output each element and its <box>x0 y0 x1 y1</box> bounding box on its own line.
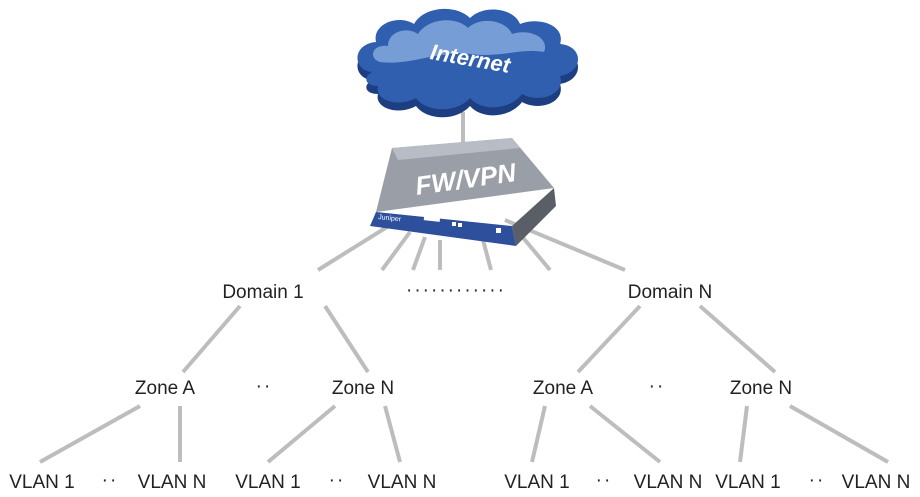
domain-n-label: Domain N <box>628 282 712 303</box>
d1zn-vlan-n-label: VLAN N <box>368 472 437 493</box>
domain-separator: ············ <box>406 280 506 301</box>
link-fw-fan-4 <box>481 239 493 271</box>
d1za-vlan-n-label: VLAN N <box>138 472 207 493</box>
firewall-device: FW/VPN Juniper <box>370 138 556 246</box>
link-dnza-vlann <box>588 404 662 464</box>
d1za-vlan-separator: ·· <box>102 470 119 491</box>
internet-cloud: Internet <box>357 8 578 118</box>
device-brand: Juniper <box>378 214 402 223</box>
link-dn-zone-a <box>576 304 642 374</box>
link-d1za-vlan1 <box>39 404 141 464</box>
link-fw-domain-1 <box>316 220 397 272</box>
d1-zone-a-label: Zone A <box>135 378 196 399</box>
link-d1zn-vlan1 <box>266 404 337 464</box>
link-fw-fan-2 <box>411 236 427 271</box>
dnzn-vlan-separator: ·· <box>809 470 826 491</box>
d1zn-vlan-1-label: VLAN 1 <box>235 472 300 493</box>
link-dnza-vlan1 <box>530 405 547 463</box>
dn-zone-a-label: Zone A <box>533 378 594 399</box>
d1-zone-n-label: Zone N <box>332 378 394 399</box>
dnza-vlan-1-label: VLAN 1 <box>504 472 569 493</box>
firewall-appliance-icon <box>370 138 556 246</box>
dnzn-vlan-1-label: VLAN 1 <box>715 472 780 493</box>
domain-1-label: Domain 1 <box>222 282 303 303</box>
link-dnzn-vlan1 <box>738 405 749 463</box>
link-fw-fan-1 <box>380 230 412 272</box>
link-d1-zone-n <box>323 304 370 374</box>
link-d1-zone-a <box>181 304 242 374</box>
dn-zone-n-label: Zone N <box>730 378 792 399</box>
link-dn-zone-n <box>698 304 777 374</box>
d1zn-vlan-separator: ·· <box>329 470 346 491</box>
dn-zone-separator: ·· <box>649 376 666 397</box>
link-dnzn-vlann <box>789 404 889 464</box>
link-fw-fan-5 <box>518 232 552 272</box>
dnza-vlan-separator: ·· <box>596 470 613 491</box>
d1-zone-separator: ·· <box>256 376 273 397</box>
d1za-vlan-1-label: VLAN 1 <box>9 472 74 493</box>
link-d1zn-vlann <box>383 405 402 463</box>
dnza-vlan-n-label: VLAN N <box>634 472 703 493</box>
cloud-icon <box>357 8 578 118</box>
dnzn-vlan-n-label: VLAN N <box>842 472 911 493</box>
